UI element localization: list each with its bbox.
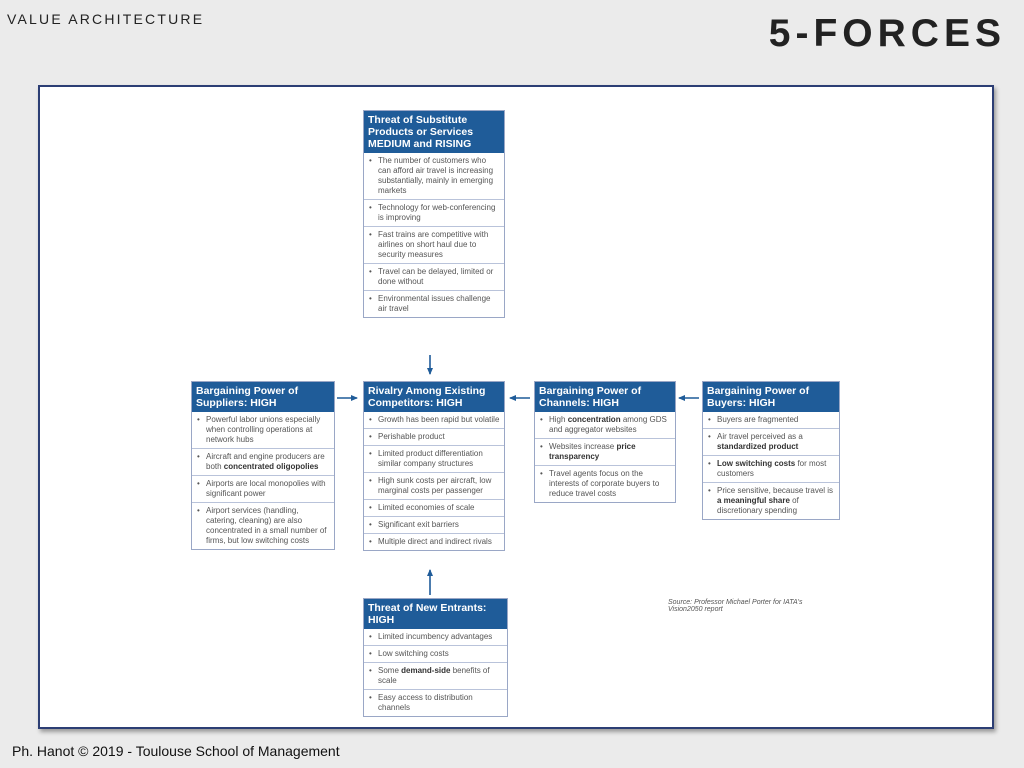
force-item-text: Technology for web-conferencing is impro… <box>378 203 496 222</box>
force-title: Bargaining Power of Channels: HIGH <box>535 382 675 412</box>
force-item-text: for most customers <box>717 459 827 478</box>
force-item-text: Easy access to distribution channels <box>378 693 473 712</box>
force-title: Threat of New Entrants: HIGH <box>364 599 507 629</box>
force-item: The number of customers who can afford a… <box>364 153 504 199</box>
force-item-text: Perishable product <box>378 432 445 441</box>
force-item: Easy access to distribution channels <box>364 689 507 716</box>
force-item-text: Limited incumbency advantages <box>378 632 493 641</box>
connector-arrows <box>337 355 699 595</box>
force-item: Air travel perceived as a standardized p… <box>703 428 839 455</box>
force-title: Threat of Substitute Products or Service… <box>364 111 504 153</box>
force-item-text: benefits of scale <box>378 666 490 685</box>
force-item-text: High <box>549 415 568 424</box>
force-item-text: Powerful labor unions especially when co… <box>206 415 321 444</box>
force-item: Aircraft and engine producers are both c… <box>192 448 334 475</box>
header-label: VALUE ARCHITECTURE <box>7 11 205 27</box>
force-items: Buyers are fragmentedAir travel perceive… <box>703 412 839 519</box>
force-item: Airport services (handling, catering, cl… <box>192 502 334 549</box>
force-item: Low switching costs for most customers <box>703 455 839 482</box>
force-item-text: Multiple direct and indirect rivals <box>378 537 492 546</box>
force-item-emphasis: concentrated oligopolies <box>223 462 319 471</box>
force-item-text: Travel can be delayed, limited or done w… <box>378 267 494 286</box>
force-item-text: Limited economies of scale <box>378 503 475 512</box>
force-item: Significant exit barriers <box>364 516 504 533</box>
force-item-emphasis: a meaningful share <box>717 496 790 505</box>
force-item: Limited economies of scale <box>364 499 504 516</box>
force-box-suppliers: Bargaining Power of Suppliers: HIGH Powe… <box>191 381 335 550</box>
force-box-buyers: Bargaining Power of Buyers: HIGH Buyers … <box>702 381 840 520</box>
force-item-text: Some <box>378 666 402 675</box>
force-item: Powerful labor unions especially when co… <box>192 412 334 448</box>
force-item-text: Aircraft and engine producers are both <box>206 452 325 471</box>
force-item-emphasis: standardized product <box>717 442 799 451</box>
force-item-text: Price sensitive, because travel is <box>717 486 834 495</box>
force-item-text: among GDS and aggregator websites <box>549 415 667 434</box>
force-item-text: Environmental issues challenge air trave… <box>378 294 491 313</box>
force-item-text: Limited product differentiation similar … <box>378 449 483 468</box>
force-item-text: Buyers are fragmented <box>717 415 799 424</box>
force-item: Price sensitive, because travel is a mea… <box>703 482 839 519</box>
force-item-emphasis: demand-side <box>401 666 451 675</box>
force-item-text: Fast trains are competitive with airline… <box>378 230 489 259</box>
force-item-text: Air travel perceived as a <box>717 432 803 441</box>
force-item: Limited product differentiation similar … <box>364 445 504 472</box>
force-item: Some demand-side benefits of scale <box>364 662 507 689</box>
force-item-text: Low switching costs <box>378 649 449 658</box>
force-item: Limited incumbency advantages <box>364 629 507 645</box>
force-box-substitutes: Threat of Substitute Products or Service… <box>363 110 505 318</box>
force-box-new-entrants: Threat of New Entrants: HIGH Limited inc… <box>363 598 508 717</box>
force-title: Bargaining Power of Buyers: HIGH <box>703 382 839 412</box>
force-item: Buyers are fragmented <box>703 412 839 428</box>
force-item: High concentration among GDS and aggrega… <box>535 412 675 438</box>
force-item-text: Websites increase <box>549 442 617 451</box>
force-title: Bargaining Power of Suppliers: HIGH <box>192 382 334 412</box>
force-box-channels: Bargaining Power of Channels: HIGH High … <box>534 381 676 503</box>
force-item-text: Significant exit barriers <box>378 520 459 529</box>
force-items: Limited incumbency advantagesLow switchi… <box>364 629 507 716</box>
force-item: Travel agents focus on the interests of … <box>535 465 675 502</box>
force-item-emphasis: Low switching costs <box>717 459 796 468</box>
force-item: High sunk costs per aircraft, low margin… <box>364 472 504 499</box>
force-item-text: Airport services (handling, catering, cl… <box>206 506 327 545</box>
force-item-emphasis: price transparency <box>549 442 636 461</box>
force-item-text: Airports are local monopolies with signi… <box>206 479 326 498</box>
force-items: Powerful labor unions especially when co… <box>192 412 334 549</box>
force-item: Fast trains are competitive with airline… <box>364 226 504 263</box>
force-item-text: Growth has been rapid but volatile <box>378 415 500 424</box>
force-items: Growth has been rapid but volatilePerish… <box>364 412 504 550</box>
force-title: Rivalry Among Existing Competitors: HIGH <box>364 382 504 412</box>
force-item-text: of discretionary spending <box>717 496 799 515</box>
source-note: Source: Professor Michael Porter for IAT… <box>668 599 803 613</box>
force-item: Travel can be delayed, limited or done w… <box>364 263 504 290</box>
force-item: Airports are local monopolies with signi… <box>192 475 334 502</box>
figure-frame: Threat of Substitute Products or Service… <box>38 85 994 729</box>
slide-title: 5-FORCES <box>768 12 1006 55</box>
force-item: Multiple direct and indirect rivals <box>364 533 504 550</box>
force-item-text: High sunk costs per aircraft, low margin… <box>378 476 492 495</box>
force-item: Perishable product <box>364 428 504 445</box>
force-item-emphasis: concentration <box>567 415 621 424</box>
footer-credit: Ph. Hanot © 2019 - Toulouse School of Ma… <box>12 743 340 759</box>
force-item: Growth has been rapid but volatile <box>364 412 504 428</box>
force-item: Low switching costs <box>364 645 507 662</box>
force-box-rivalry: Rivalry Among Existing Competitors: HIGH… <box>363 381 505 551</box>
force-items: The number of customers who can afford a… <box>364 153 504 317</box>
force-item: Websites increase price transparency <box>535 438 675 465</box>
force-items: High concentration among GDS and aggrega… <box>535 412 675 502</box>
force-item-text: Travel agents focus on the interests of … <box>549 469 660 498</box>
force-item-text: The number of customers who can afford a… <box>378 156 494 195</box>
force-item: Environmental issues challenge air trave… <box>364 290 504 317</box>
force-item: Technology for web-conferencing is impro… <box>364 199 504 226</box>
